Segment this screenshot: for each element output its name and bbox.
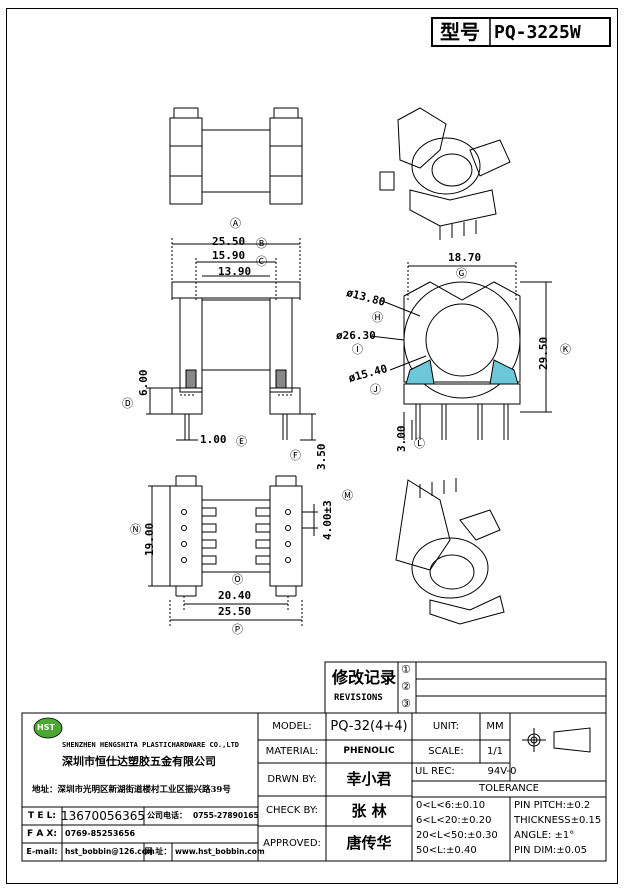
company-tel-label: 公司电话： <box>147 811 187 820</box>
revision-mark-2: ② <box>401 680 411 693</box>
logo-text: HST <box>37 723 55 732</box>
company-tel-value: 0755-27890165 <box>193 811 259 821</box>
tel-label: T E L: <box>28 810 56 821</box>
top-side-view <box>169 107 303 205</box>
end-view <box>369 262 552 440</box>
dim-15-90: 15.90 <box>212 249 246 262</box>
ul-value: 94V-0 <box>487 766 517 777</box>
company-address: 地址：深圳市光明区新湖街道楼村工业区振兴路39号 <box>32 785 231 795</box>
front-view <box>146 238 316 441</box>
drawn-label: DRWN BY: <box>267 773 317 785</box>
label-m: Ⓜ <box>342 489 353 502</box>
label-a: Ⓐ <box>230 217 241 230</box>
label-f: Ⓕ <box>290 449 301 462</box>
dim-1-00: 1.00 <box>200 433 227 446</box>
tolerance-4: 50<L:±0.40 <box>416 845 477 856</box>
approved-label: APPROVED: <box>263 837 321 849</box>
dim-18-70: 18.70 <box>448 251 482 264</box>
fax-value: 0769-85253656 <box>65 829 136 838</box>
dim-25-50: 25.50 <box>212 235 246 248</box>
label-d: Ⓓ <box>122 397 133 410</box>
model-label: MODEL: <box>272 720 312 732</box>
title-block <box>21 712 607 862</box>
model-header-box <box>431 17 611 47</box>
dim-3-50: 3.50 <box>315 443 328 471</box>
label-i: Ⓘ <box>352 343 363 356</box>
fax-label: F A X: <box>27 828 57 839</box>
scale-value: 1/1 <box>486 745 504 757</box>
label-o: Ⓞ <box>232 573 243 586</box>
type-label: 型号 <box>440 20 480 44</box>
model-value: PQ-32(4+4) <box>330 719 408 734</box>
company-name-en: SHENZHEN HENGSHITA PLASTICHARDWARE CO.,L… <box>62 741 240 749</box>
bottom-view <box>148 475 318 626</box>
dim-3-00: 3.00 <box>395 425 408 453</box>
label-l: Ⓛ <box>414 437 425 450</box>
dim-20-40: 20.40 <box>218 589 252 602</box>
ul-label: UL REC: <box>415 766 455 777</box>
dim-25-50-bottom: 25.50 <box>218 605 252 618</box>
label-e: Ⓔ <box>236 435 247 448</box>
pin-dim: PIN DIM:±0.05 <box>514 845 587 856</box>
web-label: 网 址： <box>144 847 172 856</box>
angle: ANGLE: ±1° <box>514 830 575 841</box>
unit-label: UNIT: <box>432 720 460 732</box>
web-value: www.hst_bobbin.com <box>175 847 265 857</box>
revision-mark-3: ③ <box>401 697 411 710</box>
label-h: Ⓗ <box>372 311 383 324</box>
label-g: Ⓖ <box>456 267 467 280</box>
thickness: THICKNESS±0.15 <box>514 815 602 826</box>
pin-pitch: PIN PITCH:±0.2 <box>514 800 591 811</box>
dim-6-00: 6.00 <box>137 369 150 397</box>
label-c: Ⓒ <box>256 255 267 268</box>
dim-4-00: 4.00±3 <box>321 500 334 540</box>
revisions-title-cn: 修改记录 <box>332 668 397 687</box>
scale-label: SCALE: <box>428 745 464 757</box>
material-value: PHENOLIC <box>343 746 395 756</box>
dim-29-50: 29.50 <box>537 336 550 370</box>
isometric-view-top <box>379 107 511 240</box>
unit-value: MM <box>486 720 504 732</box>
isometric-view-bottom <box>395 478 505 625</box>
company-logo <box>33 717 63 739</box>
revision-mark-1: ① <box>401 663 411 676</box>
tolerance-3: 20<L<50:±0.30 <box>416 830 498 841</box>
company-name-cn: 深圳市恒仕达塑胶五金有限公司 <box>62 755 216 768</box>
label-j: Ⓙ <box>370 383 381 396</box>
tolerance-2: 6<L<20:±0.20 <box>416 815 492 826</box>
label-p: Ⓟ <box>232 623 243 636</box>
model-code: PQ-3225W <box>494 22 581 43</box>
approved-value: 唐传华 <box>346 834 392 852</box>
check-label: CHECK BY: <box>265 805 318 816</box>
dim-26-30: ø26.30 <box>336 329 376 342</box>
drawing-frame <box>6 8 618 884</box>
email-label: E-mail: <box>26 847 58 856</box>
tolerance-1: 0<L<6:±0.10 <box>416 800 486 811</box>
revisions-title-en: REVISIONS <box>334 693 383 703</box>
label-b: Ⓑ <box>256 237 267 250</box>
dim-19-00: 19.00 <box>143 522 156 556</box>
label-k: Ⓚ <box>560 343 571 356</box>
check-value: 张 林 <box>351 801 387 820</box>
material-label: MATERIAL: <box>265 745 319 757</box>
dim-13-90: 13.90 <box>218 265 252 278</box>
drawn-value: 幸小君 <box>346 770 392 788</box>
tel-value: 13670056365 <box>61 809 145 823</box>
revisions-table <box>324 661 607 714</box>
tolerance-label: TOLERANCE <box>478 783 540 794</box>
label-n: Ⓝ <box>130 523 141 536</box>
email-value: hst_bobbin@126.com <box>65 847 155 857</box>
